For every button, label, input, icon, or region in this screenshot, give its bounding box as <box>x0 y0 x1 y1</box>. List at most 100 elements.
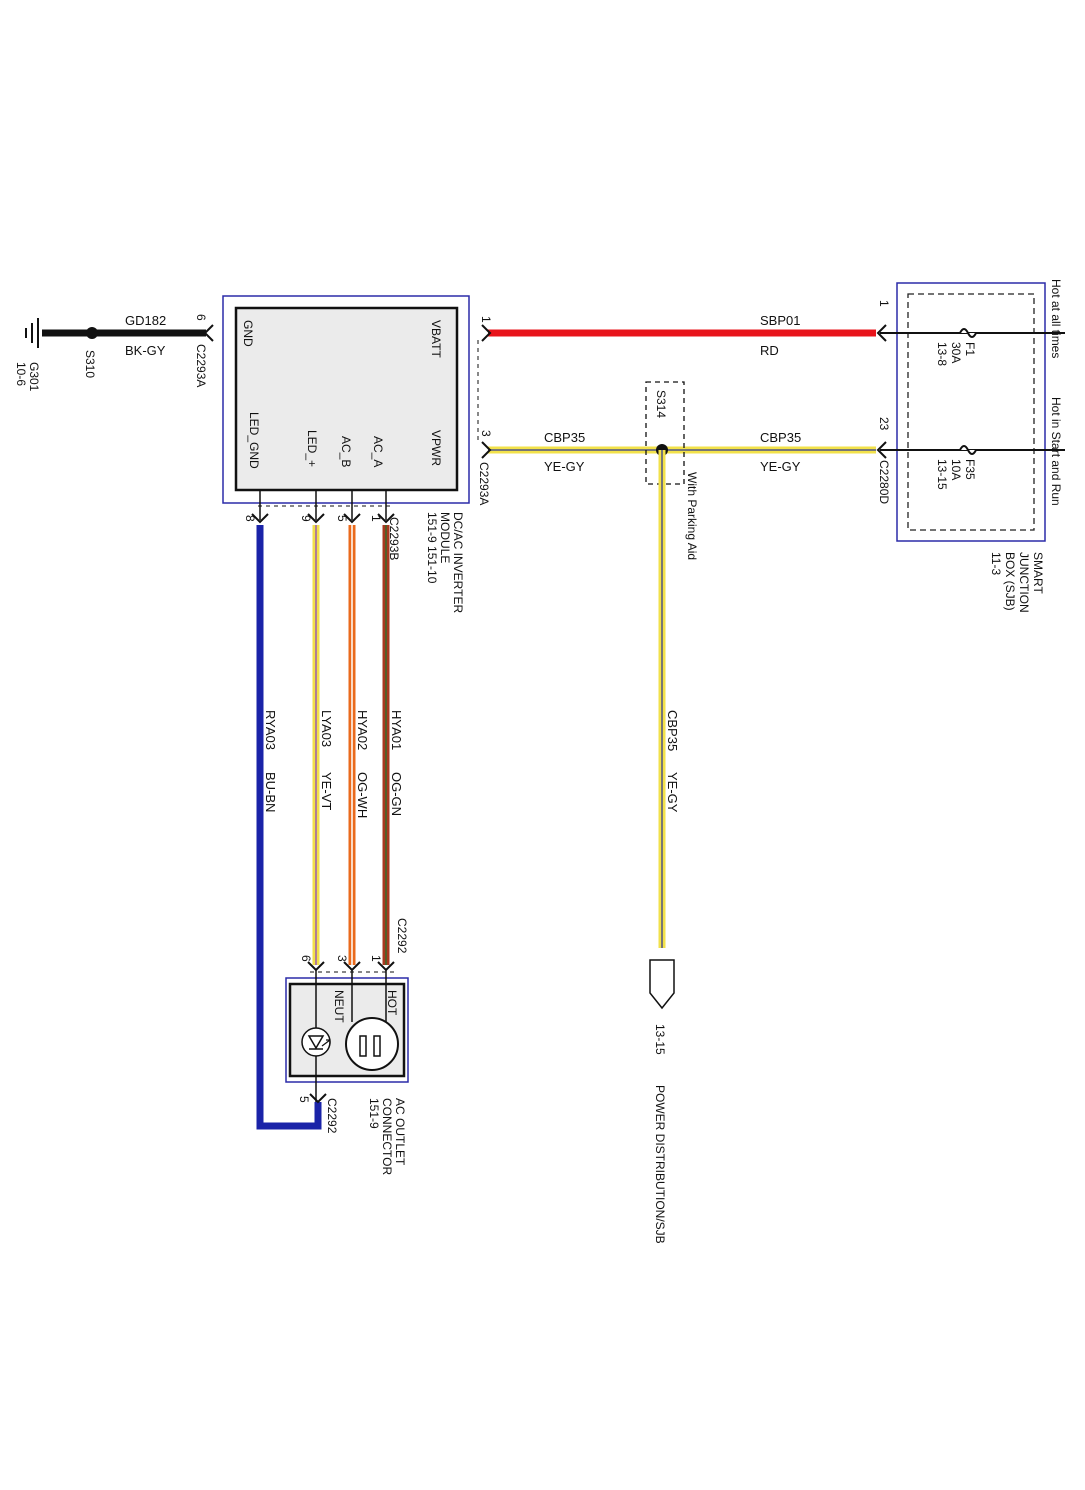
outlet-outer <box>285 977 409 1083</box>
fuse-f1-ref: 13-8 <box>935 342 949 366</box>
gd182-color: BK-GY <box>125 343 166 358</box>
gnd-chevron <box>203 324 214 342</box>
ground-ref: 10-6 <box>14 362 28 386</box>
module-pin-num-vpwr: 3 <box>479 430 493 437</box>
fuse-f35-icon <box>959 445 977 455</box>
outlet-pin-3: 3 <box>335 955 349 962</box>
led-icon-circle <box>301 1027 331 1057</box>
s314-label: S314 <box>654 390 668 418</box>
hya02-circuit: HYA02 <box>355 710 370 750</box>
outlet-neut-label: NEUT <box>332 990 346 1023</box>
module-pin-num-gnd: 6 <box>194 314 208 321</box>
outlet-slot-2 <box>373 1035 381 1057</box>
lya03-color: YE-VT <box>319 772 334 810</box>
sjb-outline <box>896 282 1046 542</box>
fuse-f35-amps: 10A <box>949 459 963 480</box>
sjb-ref: 11-3 <box>989 552 1003 575</box>
sjb-title-3: BOX (SJB) <box>1003 552 1017 611</box>
sjb-title-2: JUNCTION <box>1017 552 1031 613</box>
module-pin-led-plus: LED_+ <box>305 430 319 467</box>
hya01-color: OG-GN <box>389 772 404 816</box>
sjb-pin-1: 1 <box>877 300 891 307</box>
module-pin-num-led-plus: 9 <box>299 515 313 522</box>
outlet-receptacle-icon <box>345 1017 399 1071</box>
module-title-1: DC/AC INVERTER <box>451 512 465 613</box>
cbp35-right-chevron <box>876 441 887 459</box>
module-pin-ac-b: AC_B <box>339 436 353 467</box>
fuse-f1-amps: 30A <box>949 342 963 363</box>
module-inner <box>234 306 459 492</box>
lya03-circuit: LYA03 <box>319 710 334 747</box>
outlet-title-1: AC OUTLET <box>393 1098 407 1166</box>
module-pin-vbatt: VBATT <box>429 320 443 358</box>
destination-label: POWER DISTRIBUTION/SJB <box>653 1085 667 1244</box>
hya02-chevron <box>343 513 361 524</box>
outlet-title-2: CONNECTOR <box>380 1098 394 1175</box>
gd182-circuit: GD182 <box>125 313 166 328</box>
outlet-hot-label: HOT <box>385 990 399 1016</box>
sbp01-circuit: SBP01 <box>760 313 800 328</box>
outlet-pin-5: 5 <box>297 1096 311 1103</box>
outlet-ref: 151-9 <box>367 1098 381 1129</box>
hot-in-start-run-label: Hot in Start and Run <box>1049 397 1063 506</box>
hya02-color: OG-WH <box>355 772 370 818</box>
fuse-f35-ref: 13-15 <box>935 459 949 490</box>
module-pin-num-ac-a: 1 <box>369 515 383 522</box>
hya01-chevron <box>377 513 395 524</box>
cbp35-left-color: YE-GY <box>544 459 585 474</box>
module-connector-c2293a-right: C2293A <box>477 462 491 505</box>
cbp35-right-circuit: CBP35 <box>760 430 801 445</box>
module-connector-c2293a-top: C2293A <box>194 344 208 387</box>
destination-arrow-icon <box>649 959 675 1010</box>
s314-dashed-box <box>645 381 685 485</box>
sbp01-right-chevron <box>876 324 887 342</box>
fuse-f1-name: F1 <box>963 342 977 356</box>
module-connector-c2293b: C2293B <box>387 517 401 560</box>
wire-rya03 <box>256 525 322 1130</box>
module-pin-vpwr: VPWR <box>429 430 443 466</box>
outlet-connector-bottom: C2292 <box>325 1098 339 1134</box>
module-ref: 151-9 151-10 <box>425 512 439 584</box>
fuse-f1-icon <box>959 328 977 338</box>
s314-note: With Parking Aid <box>685 472 699 560</box>
module-pin-led-gnd: LED_GND <box>247 412 261 469</box>
cbp35-left-chevron <box>481 441 492 459</box>
module-outer <box>222 295 470 504</box>
outlet-slot-1 <box>359 1035 367 1057</box>
sbp01-color: RD <box>760 343 779 358</box>
lya03-chevron <box>307 513 325 524</box>
outlet-led-gnd-chevron <box>309 1093 327 1104</box>
sjb-title-1: SMART <box>1031 552 1045 594</box>
sjb-connector-c2280d: C2280D <box>877 460 891 504</box>
cbp35-left-circuit: CBP35 <box>544 430 585 445</box>
module-pin-ac-a: AC_A <box>371 436 385 467</box>
outlet-pin-6: 6 <box>299 955 313 962</box>
s310-splice-dot <box>86 327 98 339</box>
outlet-pin-1: 1 <box>369 955 383 962</box>
outlet-connector-top: C2292 <box>395 918 409 954</box>
ground-icon <box>25 318 39 348</box>
module-title-2: MODULE <box>438 512 452 563</box>
hot-at-all-times-label: Hot at all times <box>1049 279 1063 358</box>
hya01-circuit: HYA01 <box>389 710 404 750</box>
rya03-color: BU-BN <box>263 772 278 812</box>
destination-ref: 13-15 <box>653 1024 667 1055</box>
ground-name: G301 <box>27 362 41 392</box>
sbp01-left-chevron <box>481 324 492 342</box>
module-pin-num-led-gnd: 8 <box>243 515 257 522</box>
cbp35-down-color: YE-GY <box>665 772 680 813</box>
cbp35-down-circuit: CBP35 <box>665 710 680 751</box>
rya03-chevron <box>251 513 269 524</box>
fuse-f35-name: F35 <box>963 459 977 480</box>
module-pin-num-ac-b: 5 <box>335 515 349 522</box>
sjb-pin-23: 23 <box>877 417 891 431</box>
module-pin-num-vbatt: 1 <box>479 316 493 323</box>
module-pin-gnd: GND <box>241 320 255 347</box>
cbp35-right-color: YE-GY <box>760 459 801 474</box>
rya03-circuit: RYA03 <box>263 710 278 750</box>
led-icon <box>307 1035 325 1050</box>
s310-label: S310 <box>83 350 97 378</box>
sjb-inner-dashed <box>907 293 1035 531</box>
led-light-arrows-icon <box>321 1039 331 1047</box>
